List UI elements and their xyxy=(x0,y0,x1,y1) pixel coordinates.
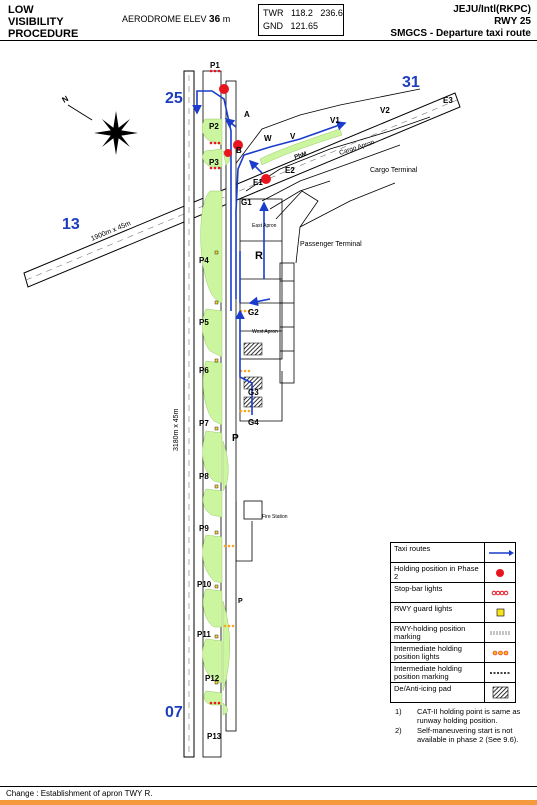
holding-point-labels: P1 P2 P3 P4 P5 P6 P7 P8 P9 P10 P11 P12 P… xyxy=(197,61,222,741)
runway-13-designator: 13 xyxy=(62,216,80,233)
svg-text:G4: G4 xyxy=(248,418,259,427)
svg-text:P6: P6 xyxy=(199,366,209,375)
svg-text:P7: P7 xyxy=(199,419,209,428)
legend-row: Stop-bar lights xyxy=(391,583,515,603)
svg-text:P2: P2 xyxy=(209,122,219,131)
stop-bar-icon xyxy=(484,583,516,602)
svg-text:P: P xyxy=(238,598,243,605)
frequency-box: TWR 118.2 236.6 GND 121.65 xyxy=(258,4,344,36)
header-divider xyxy=(0,40,537,41)
svg-text:P9: P9 xyxy=(199,524,209,533)
svg-text:P: P xyxy=(232,433,239,444)
area-labels: Cargo Apron Cargo Terminal Passenger Ter… xyxy=(252,139,418,520)
grass-areas xyxy=(200,118,343,716)
rwy-holding-marking-icon xyxy=(484,623,516,642)
taxi-route-icon xyxy=(484,543,516,562)
runway-31-designator: 31 xyxy=(402,74,420,91)
legend-row: Holding position in Phase 2 xyxy=(391,563,515,583)
svg-text:V: V xyxy=(290,132,296,141)
runway-13-31: 1900m x 45m xyxy=(23,92,461,288)
svg-text:P12: P12 xyxy=(205,674,220,683)
svg-text:East Apron: East Apron xyxy=(252,223,277,229)
legend-row: RWY guard lights xyxy=(391,603,515,623)
svg-text:Cargo Terminal: Cargo Terminal xyxy=(370,167,418,174)
note-item: 2) Self-maneuvering start is not availab… xyxy=(395,726,519,744)
svg-text:Fire Station: Fire Station xyxy=(262,514,288,520)
svg-text:P11: P11 xyxy=(197,630,211,639)
aerodrome-elevation: AERODROME ELEV 36 m xyxy=(122,14,231,25)
taxiway-labels: A B W V V1 V2 E1 E2 E3 G1 G2 G3 G4 R P P xyxy=(232,96,453,605)
compass-rose-icon: N xyxy=(61,94,138,155)
svg-text:P3: P3 xyxy=(209,158,219,167)
runway-25-designator: 25 xyxy=(165,90,183,107)
svg-text:PhM: PhM xyxy=(294,151,308,161)
deicing-pad-icon xyxy=(484,683,516,702)
svg-text:E2: E2 xyxy=(285,166,295,175)
legend: Taxi routes Holding position in Phase 2 … xyxy=(390,542,516,703)
holding-dot-icon xyxy=(484,563,516,582)
svg-text:N: N xyxy=(61,94,71,105)
svg-text:G3: G3 xyxy=(248,388,259,397)
svg-text:R: R xyxy=(255,250,263,262)
aerodrome-map: N 1900m x 45m 3180m x 45m xyxy=(23,61,461,758)
svg-text:V2: V2 xyxy=(380,106,390,115)
main-runway-dimensions: 3180m x 45m xyxy=(173,408,180,451)
svg-text:P13: P13 xyxy=(207,732,222,741)
svg-text:V1: V1 xyxy=(330,116,340,125)
svg-text:G1: G1 xyxy=(241,198,252,207)
deicing-pads xyxy=(243,342,263,408)
svg-text:P10: P10 xyxy=(197,580,212,589)
svg-text:E1: E1 xyxy=(253,178,263,187)
svg-text:E3: E3 xyxy=(443,96,453,105)
taxi-routes xyxy=(192,90,347,415)
guard-light-icon xyxy=(484,603,516,622)
intermediate-lights-icon xyxy=(484,643,516,662)
legend-row: De/Anti-icing pad xyxy=(391,683,515,702)
footer-bar xyxy=(0,800,537,805)
svg-text:A: A xyxy=(244,110,250,119)
svg-text:Passenger Terminal: Passenger Terminal xyxy=(300,241,362,248)
svg-text:G2: G2 xyxy=(248,308,259,317)
legend-row: Taxi routes xyxy=(391,543,515,563)
holding-positions-phase2 xyxy=(219,84,271,184)
svg-text:B: B xyxy=(236,146,242,155)
runway-07-25: 3180m x 45m xyxy=(173,70,195,758)
legend-row: RWY-holding position marking xyxy=(391,623,515,643)
apron-area xyxy=(233,88,431,562)
chart-identification: JEJU/Intl(RKPC) RWY 25 SMGCS - Departure… xyxy=(390,4,531,39)
change-note: Change : Establishment of apron TWY R. xyxy=(6,789,153,798)
note-item: 1) CAT-II holding point is same as runwa… xyxy=(395,707,521,725)
footer-divider xyxy=(0,786,537,787)
svg-text:W: W xyxy=(264,134,272,143)
svg-text:P5: P5 xyxy=(199,318,209,327)
svg-text:P4: P4 xyxy=(199,256,209,265)
svg-text:West Apron: West Apron xyxy=(252,329,278,335)
runway-07-designator: 07 xyxy=(165,704,183,721)
svg-text:P8: P8 xyxy=(199,472,209,481)
svg-text:P1: P1 xyxy=(210,61,220,70)
notes: 1) CAT-II holding point is same as runwa… xyxy=(395,707,525,746)
intermediate-marking-icon xyxy=(484,663,516,682)
procedure-title: LOW VISIBILITY PROCEDURE xyxy=(8,4,79,40)
legend-row: Intermediate holding position marking xyxy=(391,663,515,683)
legend-row: Intermediate holding position lights xyxy=(391,643,515,663)
